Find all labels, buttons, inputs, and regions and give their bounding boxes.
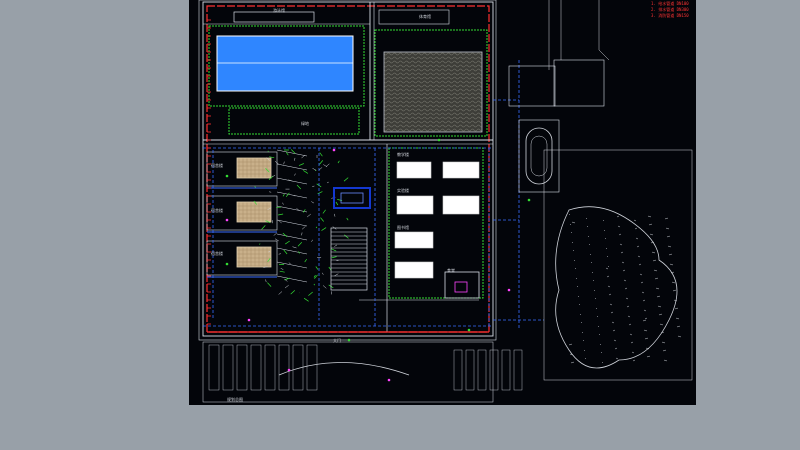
outside-building-1: [508, 65, 556, 107]
symbol-dot: [225, 262, 229, 266]
field-building-roof: [383, 51, 483, 133]
label-hall-3: 图书馆: [397, 225, 409, 230]
site-plan-drawing: [198, 0, 693, 403]
hall-building: [396, 195, 434, 215]
south-building-right: [477, 349, 487, 391]
south-building: [264, 344, 276, 391]
label-block-a: 宿舍楼: [211, 163, 223, 168]
top-building-outline: [233, 11, 315, 23]
residential-block-outline: [206, 240, 278, 276]
label-grass-strip: 绿地: [301, 121, 309, 126]
symbol-dot: [387, 378, 391, 382]
south-road-curve: [278, 362, 410, 376]
garden-paths: [263, 154, 339, 295]
symbol-dot: [225, 218, 229, 222]
hall-building: [396, 161, 432, 179]
label-hall-2: 实验楼: [397, 188, 409, 193]
parking-row: [276, 233, 308, 241]
campus-outer-boundary: [198, 0, 497, 341]
symbol-dot: [287, 368, 291, 372]
label-block-b: 宿舍楼: [211, 208, 223, 213]
grass-strip: [228, 107, 360, 135]
striped-building: [330, 227, 368, 291]
symbol-dot: [225, 174, 229, 178]
hall-building: [394, 231, 434, 249]
outside-roads: [548, 0, 610, 70]
residential-block-outline: [206, 151, 278, 187]
hall-building: [442, 161, 480, 179]
stadium-inner: [340, 192, 364, 204]
canteen-core: [454, 281, 468, 293]
field-building-annex: [378, 9, 450, 25]
label-field-building: 体育馆: [419, 14, 431, 19]
south-district-outline: [202, 341, 494, 403]
south-building-right: [465, 349, 475, 391]
parking-row: [276, 247, 308, 255]
stadium-blue-outline: [333, 187, 371, 209]
symbol-dot: [332, 148, 336, 152]
running-track-inner: [530, 135, 548, 177]
parking-row: [276, 205, 308, 213]
hall-building: [394, 261, 434, 279]
park-area-outline: [543, 149, 693, 381]
label-footer: 规划总图: [227, 397, 243, 402]
annotation-note-1: 1. 给水管道 DN100: [651, 1, 689, 6]
outside-building-2: [553, 59, 605, 107]
residential-block-roof: [236, 246, 272, 268]
parking-row: [276, 191, 308, 199]
annotation-note-2: 2. 排水管道 DN300: [651, 7, 689, 12]
south-building: [236, 344, 248, 391]
parking-row: [276, 149, 308, 157]
south-building: [222, 344, 234, 391]
residential-block-roof: [236, 157, 272, 179]
swimming-pool: [216, 35, 354, 92]
park-vegetation-marks: [568, 213, 682, 364]
south-building: [250, 344, 262, 391]
field-building-green-border: [374, 29, 488, 137]
label-canteen: 食堂: [447, 268, 455, 273]
south-building-right: [513, 349, 523, 391]
symbol-dot: [467, 328, 471, 332]
label-block-c: 宿舍楼: [211, 251, 223, 256]
annotation-note-3: 3. 消防管道 DN150: [651, 13, 689, 18]
south-building: [306, 344, 318, 391]
residential-block-roof: [236, 201, 272, 223]
label-hall-1: 教学楼: [397, 152, 409, 157]
running-track: [525, 127, 553, 185]
symbol-dot: [247, 318, 251, 322]
label-top-building: 游泳馆: [273, 8, 285, 13]
parking-row: [276, 219, 308, 227]
parking-row: [276, 275, 308, 283]
south-building-right: [489, 349, 499, 391]
symbol-dot: [347, 338, 351, 342]
campus-outer-road: [202, 1, 494, 337]
south-building-right: [453, 349, 463, 391]
park-outline: [555, 206, 678, 369]
symbol-dot: [507, 288, 511, 292]
south-building: [278, 344, 290, 391]
residential-block-outline: [206, 195, 278, 231]
cad-drawing-viewport[interactable]: 游泳馆 体育馆 绿地 宿舍楼 宿舍楼 宿舍楼 教学楼 实验楼 图书馆 食堂 大门…: [189, 0, 696, 405]
hall-building: [442, 195, 480, 215]
track-field-outline: [518, 119, 560, 193]
label-gate: 大门: [333, 338, 341, 343]
canteen-outline: [444, 271, 480, 299]
parking-row: [276, 163, 308, 171]
south-building: [208, 344, 220, 391]
symbol-dot: [437, 138, 441, 142]
parking-row: [276, 261, 308, 269]
symbol-dot: [527, 198, 531, 202]
pool-green-border: [208, 25, 365, 107]
south-building-right: [501, 349, 511, 391]
